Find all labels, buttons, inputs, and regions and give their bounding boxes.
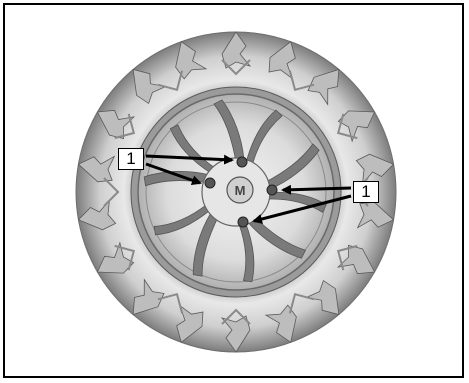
svg-text:M: M <box>235 183 246 198</box>
lug-nut-bottom <box>238 217 248 227</box>
arrow-to-right-nut <box>283 188 351 190</box>
lug-nut-left <box>205 178 215 188</box>
callout-label-left: 1 <box>118 148 144 170</box>
callout-label-right: 1 <box>353 181 379 203</box>
lug-nut-top <box>237 157 247 167</box>
lug-nut-right <box>267 185 277 195</box>
